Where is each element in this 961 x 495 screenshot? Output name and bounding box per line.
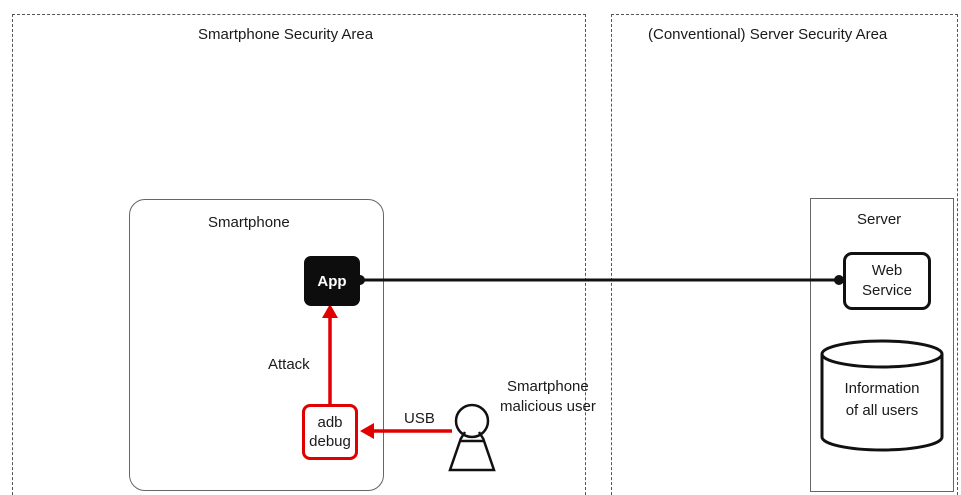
malicious-user-label-line2: malicious user — [500, 398, 596, 415]
server-title: Server — [857, 211, 902, 228]
database-label: Information of all users — [822, 378, 942, 422]
smartphone-security-area — [12, 14, 586, 495]
attack-arrow-head — [322, 304, 338, 318]
attack-label: Attack — [268, 356, 310, 373]
smartphone-title: Smartphone — [208, 214, 290, 231]
app-label: App — [317, 272, 347, 290]
web-service-line2: Service — [861, 282, 913, 299]
adb-debug-box: adb debug — [302, 404, 358, 460]
malicious-user-figure — [448, 403, 496, 472]
usb-label: USB — [404, 410, 435, 427]
server-security-area — [611, 14, 958, 495]
web-service-line1: Web — [871, 262, 903, 279]
database-label-line1: Information — [844, 380, 920, 397]
database-label-line2: of all users — [845, 402, 919, 419]
app-box: App — [304, 256, 360, 306]
malicious-user-label-line1: Smartphone — [507, 378, 589, 395]
adb-label-line2: debug — [309, 433, 351, 450]
smartphone-security-area-title: Smartphone Security Area — [198, 26, 374, 43]
database-cylinder — [820, 339, 944, 452]
web-service-connector-dot — [834, 275, 844, 285]
server-security-area-title: (Conventional) Server Security Area — [648, 26, 888, 43]
web-service-box: Web Service — [843, 252, 931, 310]
usb-arrow-head — [360, 423, 374, 439]
adb-label-line1: adb — [317, 414, 343, 431]
